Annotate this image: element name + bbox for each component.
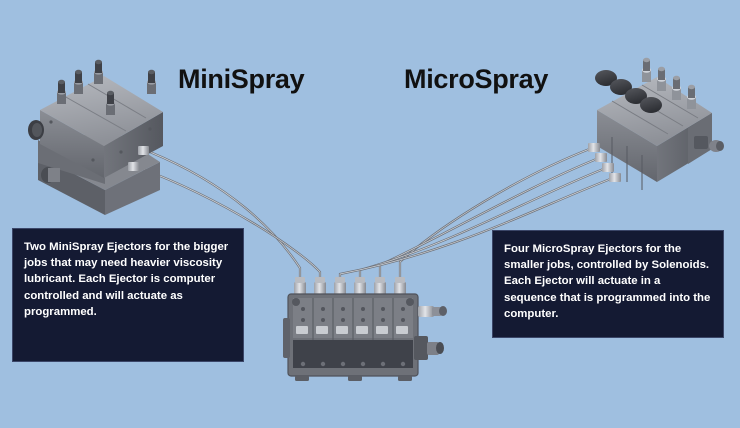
minispray-device bbox=[28, 59, 163, 215]
minispray-caption-box: Two MiniSpray Ejectors for the bigger jo… bbox=[12, 228, 244, 362]
microspray-device bbox=[588, 57, 724, 190]
microspray-adjust-screws bbox=[642, 57, 696, 109]
manifold-electrical-connector bbox=[414, 336, 444, 360]
manifold-inlet-fittings bbox=[294, 277, 406, 295]
minispray-adjust-screws bbox=[57, 59, 156, 115]
tube-bundle-left bbox=[139, 150, 322, 284]
microspray-outlet-fittings bbox=[588, 143, 621, 182]
microspray-caption-box: Four MicroSpray Ejectors for the smaller… bbox=[492, 230, 724, 338]
manifold-air-inlet bbox=[418, 306, 447, 317]
minispray-title: MiniSpray bbox=[178, 64, 305, 94]
central-manifold bbox=[283, 277, 447, 381]
microspray-title: MicroSpray bbox=[404, 64, 549, 94]
tube-bundle-right bbox=[338, 146, 614, 284]
microspray-solenoid-caps bbox=[595, 70, 662, 113]
minispray-outlet-fittings bbox=[128, 146, 149, 171]
